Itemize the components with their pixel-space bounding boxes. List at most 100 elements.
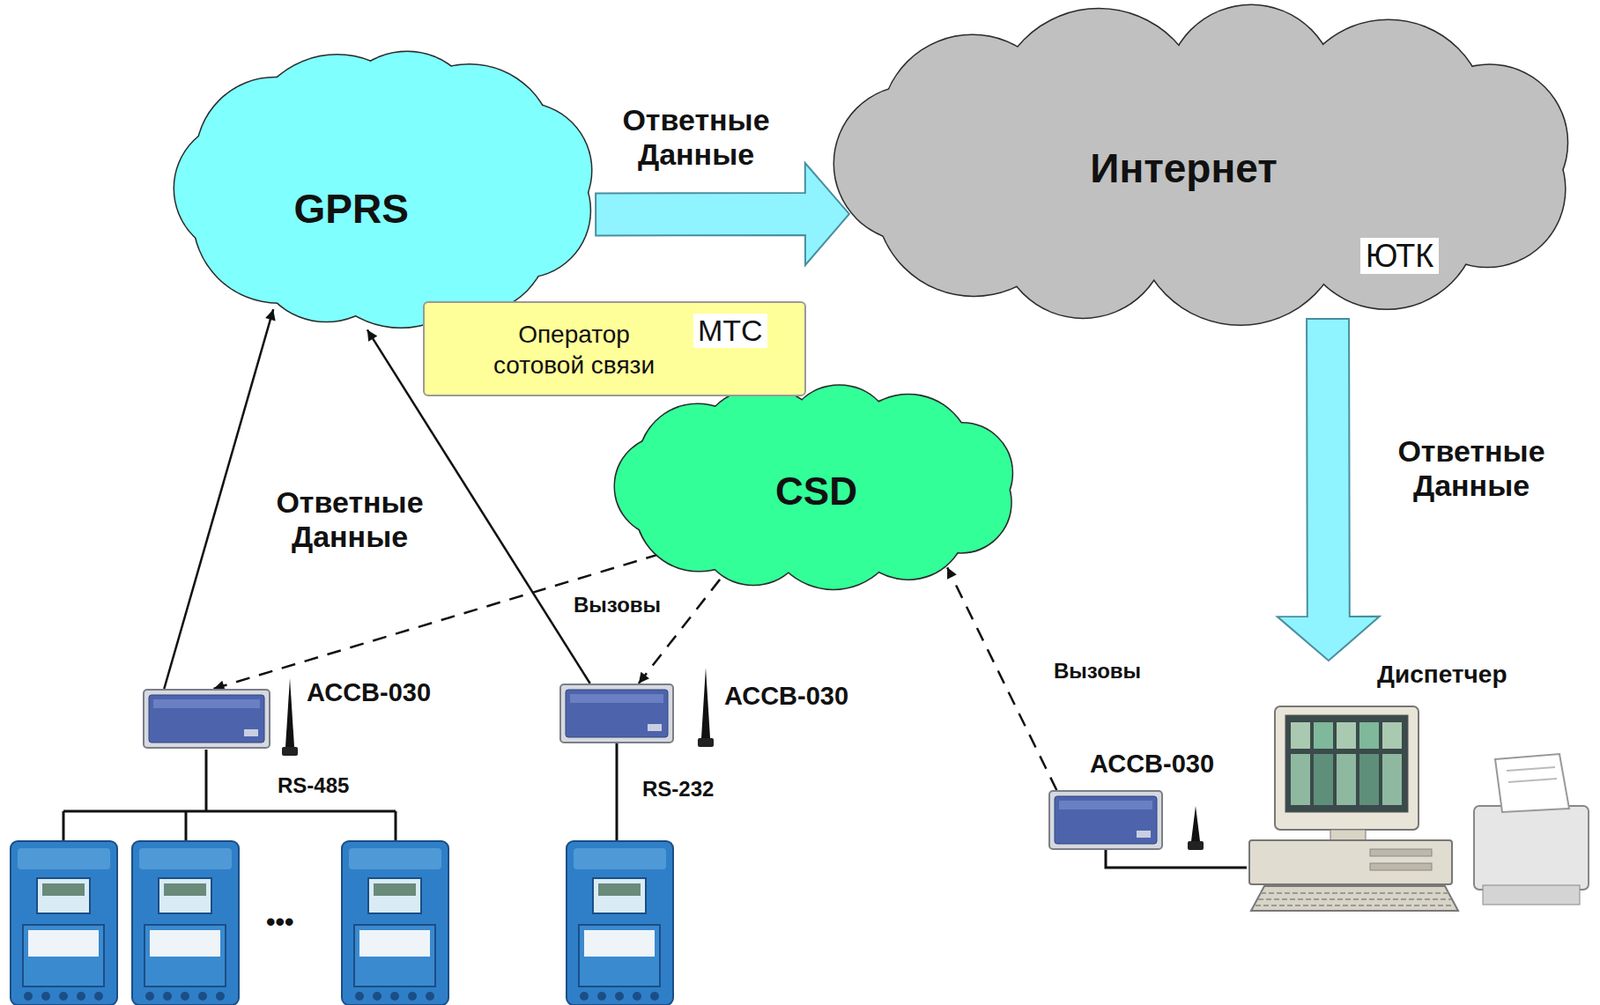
rs485-wire bbox=[205, 749, 208, 812]
modem-box bbox=[1048, 790, 1163, 851]
antenna bbox=[1183, 806, 1208, 851]
antenna-base bbox=[697, 738, 714, 748]
edge-label: Ответные Данные bbox=[596, 102, 796, 173]
printer-tray bbox=[1482, 885, 1580, 905]
data-flow-arrow bbox=[1277, 318, 1380, 661]
drive-slot bbox=[1370, 863, 1432, 871]
cable-connector bbox=[1105, 850, 1247, 868]
modem-logo bbox=[244, 729, 259, 737]
modem-logo bbox=[647, 724, 662, 732]
call-connector bbox=[638, 579, 720, 684]
paper-lines bbox=[1506, 767, 1556, 771]
bus-wires bbox=[63, 743, 617, 842]
bus-label: RS-232 bbox=[640, 777, 716, 802]
modem-box bbox=[142, 688, 271, 749]
cloud-title: CSD bbox=[775, 469, 858, 514]
cloud-node: GPRS bbox=[171, 48, 600, 331]
modem-box bbox=[559, 683, 675, 744]
cloud-outline bbox=[913, 83, 1499, 246]
modem-frame bbox=[560, 684, 674, 743]
operator-name: МТС bbox=[693, 313, 768, 349]
paper-lines bbox=[1508, 778, 1557, 783]
edge-label: Ответные Данные bbox=[1367, 433, 1576, 504]
cloud-title: GPRS bbox=[294, 185, 409, 233]
modem-panel bbox=[1054, 796, 1157, 845]
antenna bbox=[693, 667, 719, 748]
keyboard-keys bbox=[1255, 904, 1454, 907]
keyboard-keys bbox=[1258, 898, 1452, 901]
modem-node: АССВ-030 bbox=[1048, 790, 1163, 851]
keyboard-keys bbox=[1260, 892, 1449, 895]
cloud-node: ИнтернетЮТК bbox=[831, 1, 1581, 328]
modem-node: АССВ-030 bbox=[559, 683, 675, 744]
keyboard bbox=[1251, 886, 1459, 912]
system-unit bbox=[1249, 840, 1452, 885]
meter-device bbox=[132, 841, 239, 1005]
screen-panel bbox=[1313, 754, 1334, 806]
bus-label: ••• bbox=[264, 907, 297, 938]
antenna-rod bbox=[285, 678, 295, 748]
modem-highlight bbox=[153, 699, 260, 709]
modem-logo bbox=[1136, 830, 1151, 838]
rs232-wire bbox=[615, 743, 619, 842]
screen-panel bbox=[1290, 722, 1311, 749]
screen-panel bbox=[1336, 722, 1356, 749]
bus-label: RS-485 bbox=[275, 773, 351, 799]
modem-highlight bbox=[1059, 800, 1153, 810]
cloud-fill bbox=[665, 435, 968, 540]
cloud-title: Интернет bbox=[1089, 144, 1277, 193]
dispatcher-label: Диспетчер bbox=[1377, 660, 1508, 689]
modem-node: АССВ-030 bbox=[142, 688, 271, 749]
rs485-wire bbox=[62, 811, 66, 842]
cloud-fill bbox=[243, 119, 529, 260]
screen-panel bbox=[1313, 722, 1334, 749]
screen-panel bbox=[1382, 722, 1402, 749]
dispatcher-node: Диспетчер bbox=[1246, 660, 1595, 917]
provider-name: ЮТК bbox=[1360, 237, 1439, 275]
screen-panel bbox=[1290, 754, 1311, 806]
antenna-base bbox=[1187, 841, 1204, 851]
monitor-neck bbox=[1330, 829, 1366, 841]
data-connector bbox=[163, 309, 274, 689]
modem-frame bbox=[143, 689, 270, 749]
call-connector bbox=[947, 567, 1057, 791]
monitor bbox=[1274, 706, 1419, 830]
modem-label: АССВ-030 bbox=[724, 681, 849, 712]
cloud-outline bbox=[243, 119, 529, 260]
modem-label: АССВ-030 bbox=[306, 678, 431, 708]
drive-slot bbox=[1370, 849, 1432, 857]
screen-panel bbox=[1359, 754, 1379, 806]
computer-illustration bbox=[1246, 660, 1595, 917]
antenna-base bbox=[281, 747, 298, 756]
cloud-node: CSD bbox=[612, 382, 1021, 593]
rs485-wire bbox=[185, 811, 188, 842]
antenna-rod bbox=[701, 667, 711, 739]
screen-panel bbox=[1336, 754, 1356, 806]
edge-label: Вызовы bbox=[1051, 658, 1144, 685]
edge-label: Вызовы bbox=[570, 592, 664, 619]
call-connector bbox=[214, 554, 660, 689]
antenna bbox=[277, 678, 303, 756]
edge-label: Ответные Данные bbox=[250, 484, 450, 556]
data-flow-arrow bbox=[595, 162, 850, 266]
printer-paper bbox=[1495, 754, 1570, 813]
modem-frame bbox=[1049, 791, 1163, 850]
meter-device bbox=[10, 841, 118, 1005]
rs485-wire bbox=[63, 810, 396, 814]
antenna-rod bbox=[1191, 806, 1200, 842]
cloud-fill bbox=[913, 83, 1499, 246]
rs485-wire bbox=[394, 811, 398, 842]
monitor-screen bbox=[1285, 715, 1408, 813]
operator-box: Оператор сотовой связи МТС bbox=[422, 301, 807, 397]
screen-panel bbox=[1359, 722, 1379, 749]
meter-device bbox=[341, 841, 449, 1005]
modem-panel bbox=[565, 689, 668, 738]
modem-panel bbox=[148, 695, 265, 743]
operator-text: Оператор сотовой связи bbox=[479, 318, 669, 381]
modem-highlight bbox=[570, 694, 664, 704]
meter-device bbox=[566, 841, 674, 1005]
screen-panel bbox=[1382, 754, 1402, 806]
cloud-outline bbox=[665, 435, 968, 540]
modem-label: АССВ-030 bbox=[1089, 749, 1215, 779]
printer bbox=[1474, 806, 1589, 890]
